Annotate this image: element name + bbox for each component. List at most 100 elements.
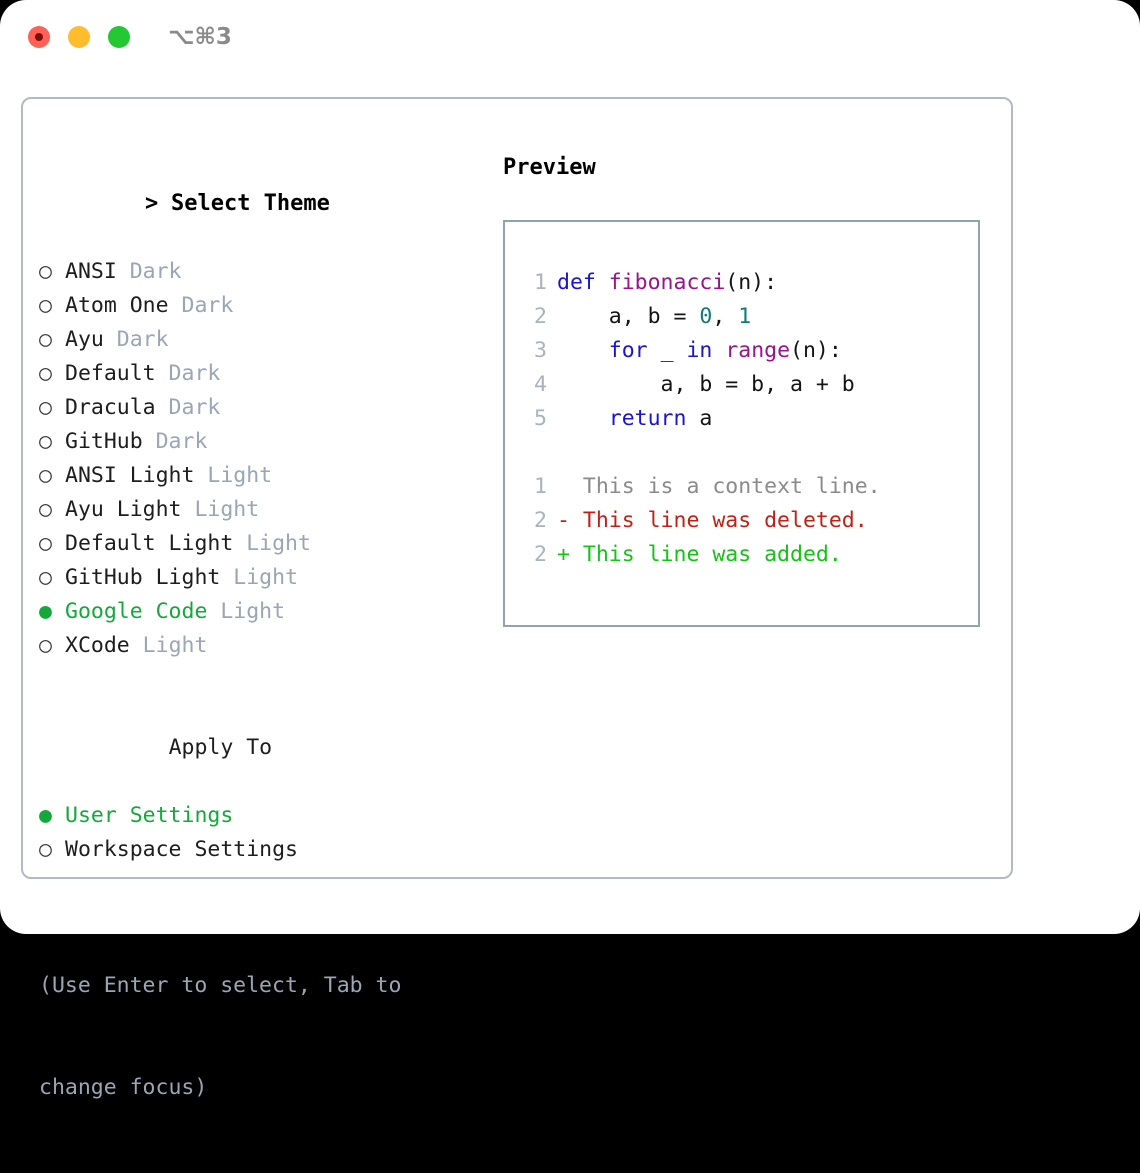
app-window: ⌥⌘3 >Select Theme ○ANSI Dark○Atom One Da… [0, 0, 1140, 1100]
code-token: a, b = b, a + b [557, 372, 855, 397]
apply-to-list: ● User Settings ○ Workspace Settings [39, 799, 479, 867]
keyboard-hint-line-1: (Use Enter to select, Tab to [39, 973, 402, 998]
select-theme-header: >Select Theme [39, 153, 479, 255]
theme-name: Default Light [65, 531, 234, 556]
line-number: 1 [534, 270, 547, 295]
prompt-caret-icon: > [144, 191, 159, 216]
preview-title: Preview [503, 155, 596, 180]
code-line: 4 a, b = b, a + b [505, 368, 978, 402]
minimize-button-icon[interactable] [68, 26, 90, 48]
code-token: for [608, 338, 648, 363]
radio-unselected-icon[interactable]: ○ [39, 497, 52, 522]
theme-list-item[interactable]: ○ Atom One Dark [39, 289, 479, 323]
code-token: _ [647, 338, 687, 363]
keyboard-hint: (Use Enter to select, Tab to change focu… [39, 901, 479, 1173]
theme-name: Google Code [65, 599, 208, 624]
window-controls [28, 26, 130, 48]
theme-list-item[interactable]: ○ XCode Light [39, 629, 479, 663]
apply-to-header: Apply To [39, 697, 479, 799]
radio-selected-icon[interactable]: ● [39, 599, 52, 624]
code-token: (n): [790, 338, 842, 363]
code-line: 3 for _ in range(n): [505, 334, 978, 368]
radio-unselected-icon[interactable]: ○ [39, 293, 52, 318]
theme-picker-column: >Select Theme ○ANSI Dark○Atom One Dark○A… [39, 153, 479, 1173]
code-token: 1 [738, 304, 752, 329]
theme-variant-badge: Dark [155, 361, 221, 386]
theme-list-item[interactable]: ● Google Code Light [39, 595, 479, 629]
theme-name: XCode [65, 633, 130, 658]
theme-variant-badge: Dark [142, 429, 208, 454]
theme-list-item[interactable]: ○ ANSI Light Light [39, 459, 479, 493]
radio-selected-icon[interactable]: ● [39, 803, 52, 828]
code-token: in [686, 338, 713, 363]
code-token [557, 406, 609, 431]
theme-name: Atom One [65, 293, 169, 318]
radio-unselected-icon[interactable]: ○ [39, 327, 52, 352]
code-token: a [686, 406, 713, 431]
line-number: 3 [534, 338, 547, 363]
theme-list-item[interactable]: ○ Dracula Dark [39, 391, 479, 425]
apply-to-item[interactable]: ○ Workspace Settings [39, 833, 479, 867]
code-token: + This line was added. [557, 542, 842, 567]
code-token: range [725, 338, 791, 363]
radio-unselected-icon[interactable]: ○ [39, 531, 52, 556]
diff-sample: 1 This is a context line.2- This line wa… [505, 470, 978, 572]
code-token: a, b = [557, 304, 700, 329]
theme-list-item[interactable]: ○ GitHub Dark [39, 425, 479, 459]
apply-to-option-label: User Settings [65, 803, 234, 828]
theme-name: GitHub [65, 429, 143, 454]
theme-variant-badge: Dark [116, 259, 182, 284]
main-panel: >Select Theme ○ANSI Dark○Atom One Dark○A… [21, 97, 1013, 1100]
radio-unselected-icon[interactable]: ○ [39, 361, 52, 386]
code-token: def [557, 270, 609, 295]
theme-variant-badge: Light [194, 463, 273, 488]
code-token: , [712, 304, 739, 329]
theme-list-item[interactable]: ○ Default Dark [39, 357, 479, 391]
radio-unselected-icon[interactable]: ○ [39, 837, 52, 862]
theme-list-item[interactable]: ○ ANSI Dark [39, 255, 479, 289]
radio-unselected-icon[interactable]: ○ [39, 633, 52, 658]
theme-list-item[interactable]: ○ Default Light Light [39, 527, 479, 561]
radio-unselected-icon[interactable]: ○ [39, 259, 52, 284]
code-token [557, 338, 609, 363]
apply-to-option-label: Workspace Settings [65, 837, 298, 862]
line-number: 4 [534, 372, 547, 397]
code-line: 5 return a [505, 402, 978, 436]
spacer [39, 663, 479, 697]
radio-unselected-icon[interactable]: ○ [39, 395, 52, 420]
theme-variant-badge: Dark [103, 327, 169, 352]
apply-to-marker-placeholder [143, 731, 169, 765]
radio-unselected-icon[interactable]: ○ [39, 463, 52, 488]
theme-name: ANSI Light [65, 463, 195, 488]
diff-line: 1 This is a context line. [505, 470, 978, 504]
line-number: 2 [534, 304, 547, 329]
theme-list-item[interactable]: ○GitHub Light Light [39, 561, 479, 595]
theme-name: Default [65, 361, 156, 386]
apply-to-label: Apply To [168, 735, 273, 760]
apply-to-item[interactable]: ● User Settings [39, 799, 479, 833]
theme-name: ANSI [65, 259, 117, 284]
close-button-icon[interactable] [28, 26, 50, 48]
keyboard-hint-line-2: change focus) [39, 1075, 208, 1100]
zoom-button-icon[interactable] [108, 26, 130, 48]
theme-variant-badge: Dark [155, 395, 221, 420]
spacer [505, 436, 978, 470]
theme-variant-badge: Dark [168, 293, 234, 318]
code-token: fibonacci [608, 270, 726, 295]
theme-list-item[interactable]: ○Ayu Light Light [39, 493, 479, 527]
theme-list-item[interactable]: ○ Ayu Dark [39, 323, 479, 357]
line-number: 2 [534, 542, 547, 567]
radio-unselected-icon[interactable]: ○ [39, 565, 52, 590]
theme-variant-badge: Light [207, 599, 286, 624]
radio-unselected-icon[interactable]: ○ [39, 429, 52, 454]
code-token: return [608, 406, 687, 431]
theme-variant-badge: Light [233, 531, 311, 556]
theme-name: Ayu [65, 327, 104, 352]
theme-name: Dracula [65, 395, 156, 420]
theme-variant-badge: Light [129, 633, 208, 658]
code-line: 2 a, b = 0, 1 [505, 300, 978, 334]
